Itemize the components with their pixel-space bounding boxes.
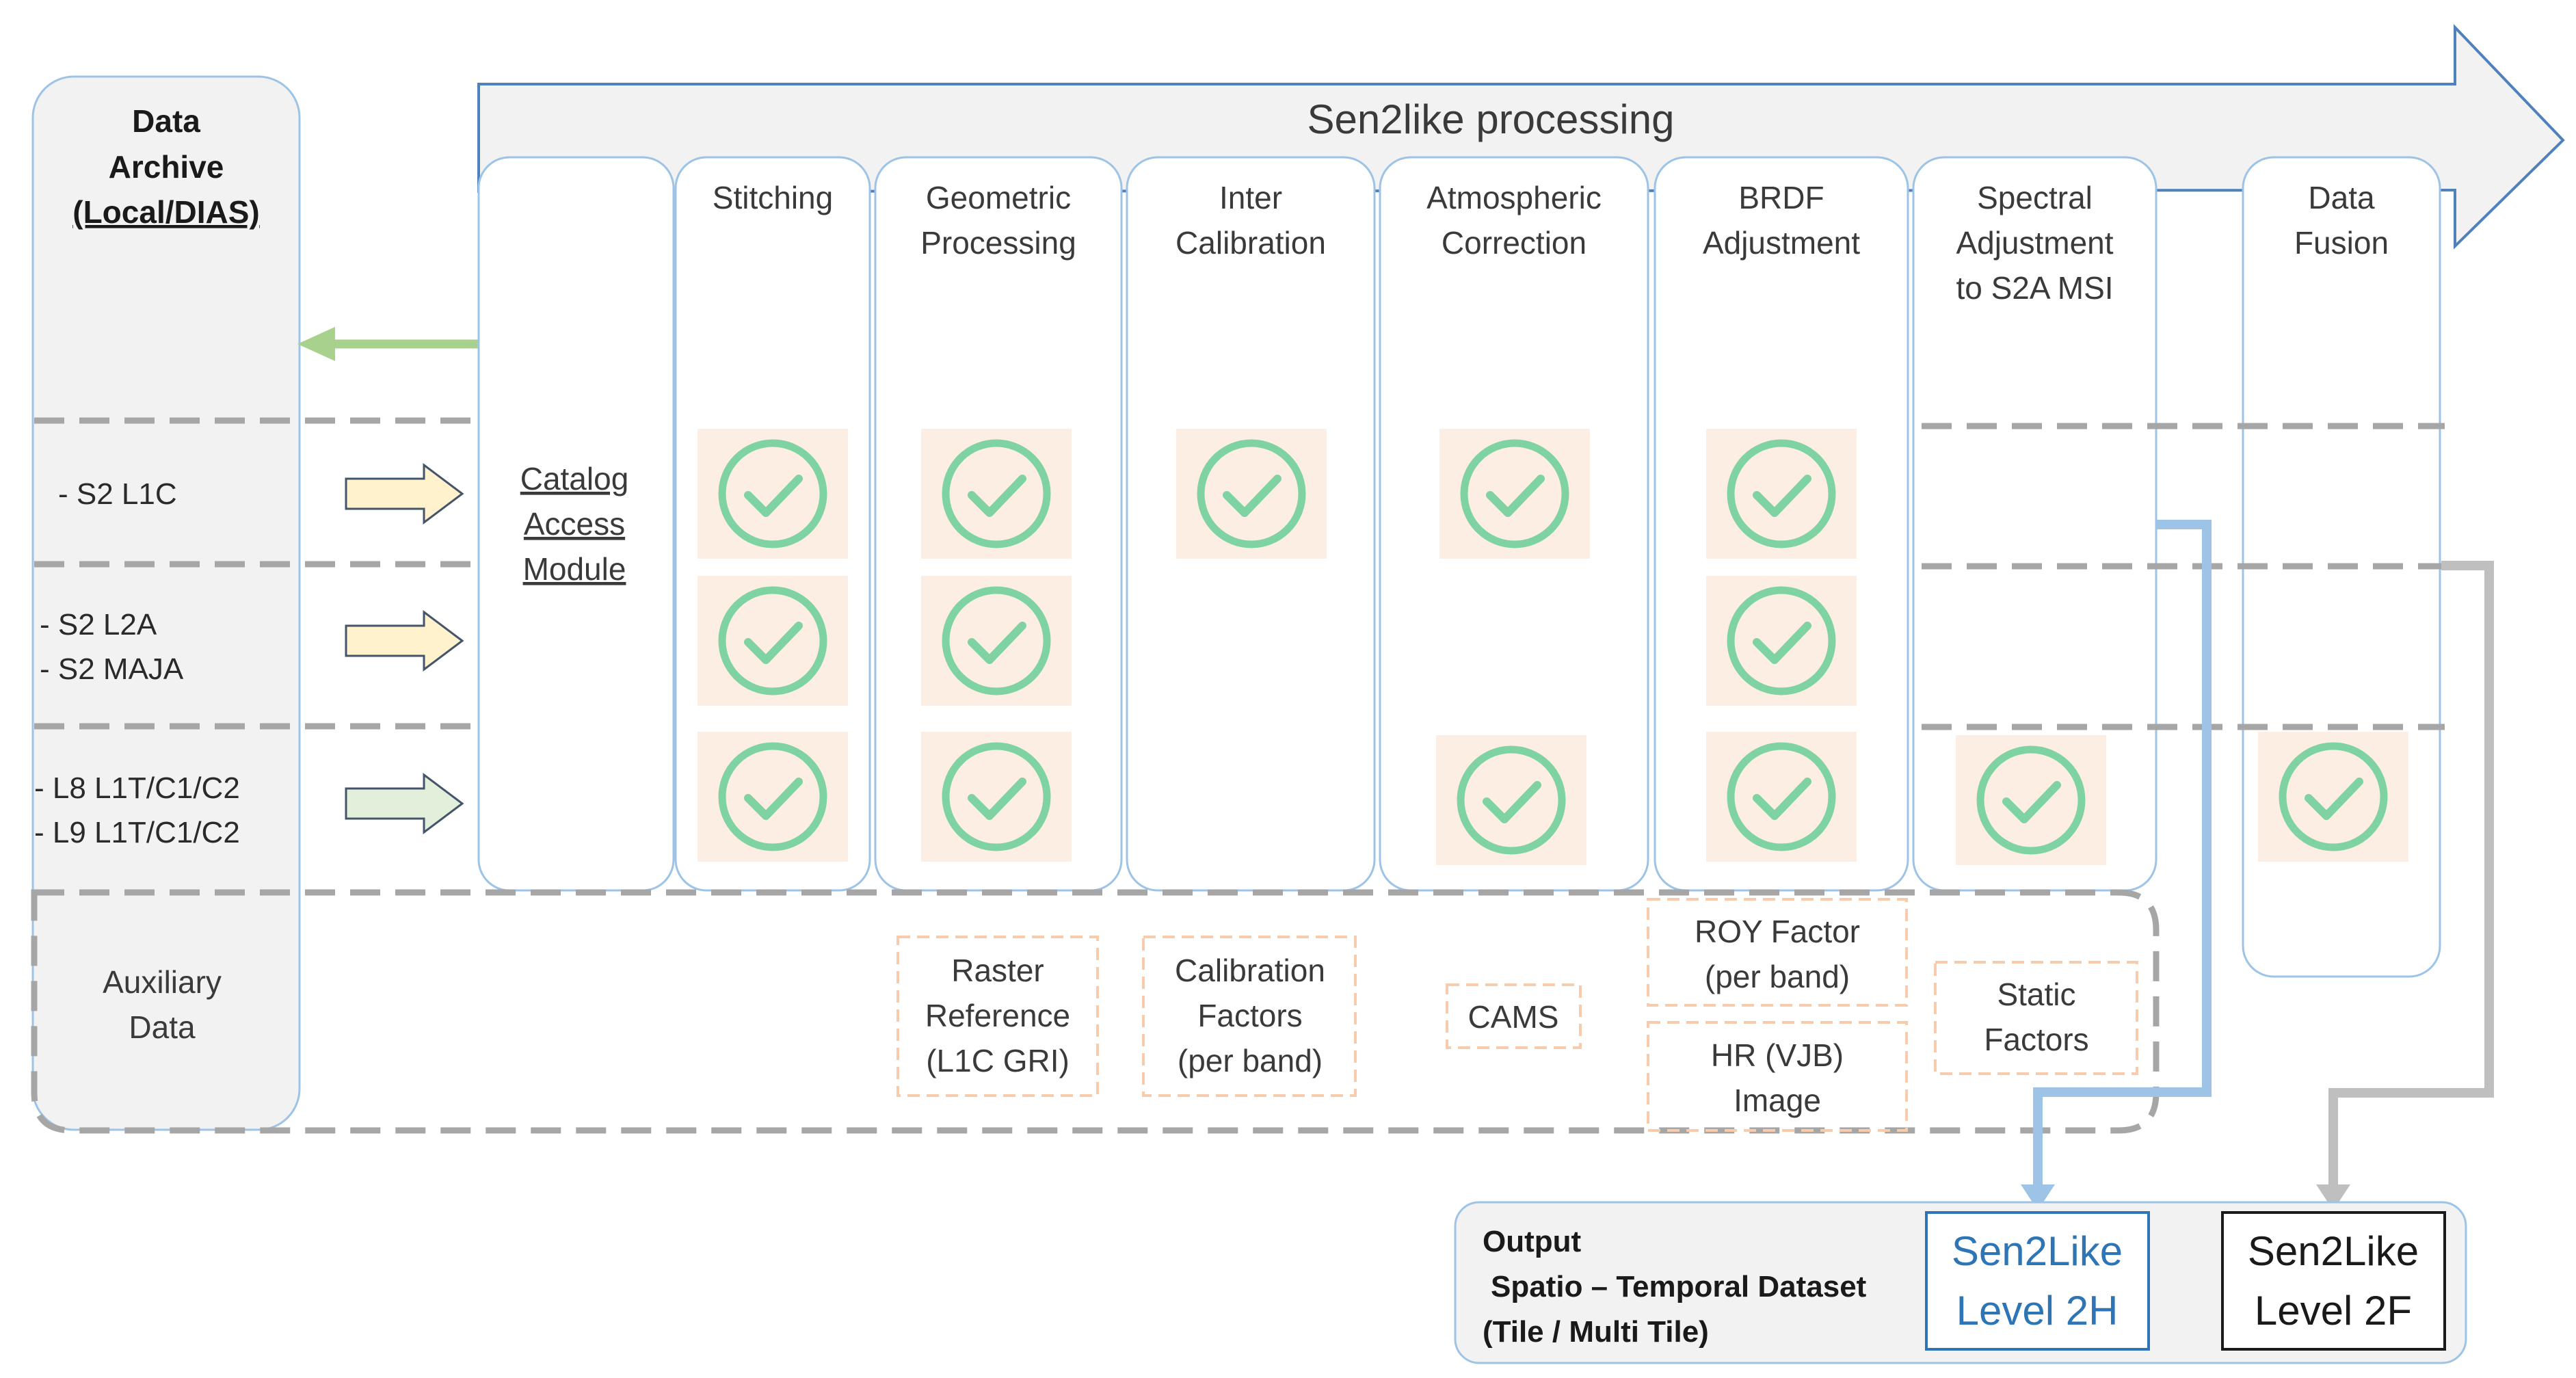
auxiliary-data-area xyxy=(31,889,2160,1134)
svg-text:Output: Output xyxy=(1483,1225,1582,1258)
auxiliary-item-label: Raster xyxy=(951,953,1044,988)
column-title-data-fusion-line-1: Data xyxy=(2308,180,2375,215)
column-title-spectral-adjustment-line-3: to S2A MSI xyxy=(1956,270,2113,306)
level2f-box xyxy=(2221,1211,2446,1351)
svg-text:Spatio – Temporal Dataset: Spatio – Temporal Dataset xyxy=(1491,1270,1867,1303)
input-arrow-landsat xyxy=(345,773,464,834)
column-title-stitching-line-1: Stitching xyxy=(713,180,833,215)
column-title-geometric-processing-line-1: Geometric xyxy=(926,180,1071,215)
column-title-spectral-adjustment-line-1: Spectral xyxy=(1977,180,2093,215)
input-label-l8: - L8 L1T/C1/C2 xyxy=(34,771,240,805)
column-title-atmospheric-correction-line-2: Correction xyxy=(1442,225,1586,261)
auxiliary-item-label: HR (VJB) xyxy=(1711,1037,1844,1073)
auxiliary-item-label: Calibration xyxy=(1175,953,1325,988)
level2f-label: Sen2Like Level 2F xyxy=(2248,1228,2419,1334)
svg-text:Access: Access xyxy=(524,506,625,542)
svg-text:Level 2F: Level 2F xyxy=(2255,1288,2412,1334)
column-title-brdf-adjustment-line-2: Adjustment xyxy=(1703,225,1860,261)
auxiliary-item-label: Factors xyxy=(1197,998,1302,1033)
checkmark-icon xyxy=(1176,429,1327,559)
input-label-s2-l2a: - S2 L2A xyxy=(40,608,157,641)
svg-text:Sen2Like: Sen2Like xyxy=(2248,1228,2419,1274)
level2h-box xyxy=(1925,1211,2150,1351)
auxiliary-item-label: (per band) xyxy=(1178,1043,1323,1078)
column-title-atmospheric-correction-line-1: Atmospheric xyxy=(1426,180,1602,215)
auxiliary-item-label: (per band) xyxy=(1705,959,1850,994)
auxiliary-item-label: Reference xyxy=(925,998,1070,1033)
input-arrows xyxy=(345,463,464,834)
level2h-label: Sen2Like Level 2H xyxy=(1952,1228,2123,1334)
checkmark-icon xyxy=(698,429,848,559)
checkmark-icon xyxy=(921,732,1072,862)
column-title-geometric-processing-line-2: Processing xyxy=(920,225,1076,261)
svg-text:Catalog: Catalog xyxy=(520,461,629,496)
processing-title: Sen2like processing xyxy=(1307,96,1675,142)
svg-text:Level 2H: Level 2H xyxy=(1956,1288,2119,1334)
checkmark-icon xyxy=(921,576,1072,706)
input-arrow-s2-l2a xyxy=(345,610,464,672)
checkmark-icon xyxy=(1439,429,1590,559)
checkmark-icon xyxy=(2258,732,2408,862)
checkmark-icon xyxy=(1706,429,1857,559)
archive-line-2: Archive xyxy=(109,149,224,185)
connector-level2h xyxy=(2021,520,2212,1210)
processing-arrow xyxy=(477,24,2565,250)
column-title-inter-calibration-line-1: Inter xyxy=(1219,180,1282,215)
data-archive-title: Data Archive (Local/DIAS) xyxy=(72,103,259,230)
auxiliary-item-label: CAMS xyxy=(1468,999,1559,1035)
column-title-spectral-adjustment-line-2: Adjustment xyxy=(1956,225,2113,261)
column-title-brdf-adjustment-line-1: BRDF xyxy=(1738,180,1824,215)
row-separators xyxy=(34,417,2445,730)
connector-level2f xyxy=(2316,561,2494,1210)
svg-text:Auxiliary: Auxiliary xyxy=(103,964,222,1000)
input-label-s2-l1c: - S2 L1C xyxy=(58,477,177,511)
auxiliary-item: ROY Factor (per band) xyxy=(1647,898,1908,1007)
checkmark-icon xyxy=(1436,735,1586,865)
input-arrow-s2-l1c xyxy=(345,463,464,525)
auxiliary-item-label: Static xyxy=(1997,977,2075,1012)
auxiliary-item-label: Image xyxy=(1734,1083,1821,1118)
column-title-data-fusion-line-2: Fusion xyxy=(2294,225,2389,261)
auxiliary-item: HR (VJB) Image xyxy=(1647,1021,1908,1132)
svg-text:Module: Module xyxy=(523,551,626,587)
auxiliary-data-label: Auxiliary Data xyxy=(103,964,222,1045)
checkmark-icon xyxy=(1706,732,1857,862)
checkmark-icon xyxy=(698,732,848,862)
svg-text:Sen2Like: Sen2Like xyxy=(1952,1228,2123,1274)
output-label: Output Spatio – Temporal Dataset (Tile /… xyxy=(1483,1225,1867,1349)
data-archive-panel xyxy=(31,75,301,1131)
input-label-s2-maja: - S2 MAJA xyxy=(40,652,184,686)
auxiliary-item-label: Factors xyxy=(1984,1022,2088,1057)
auxiliary-item-label: ROY Factor xyxy=(1695,914,1860,949)
auxiliary-item: CAMS xyxy=(1446,983,1582,1049)
column-title-inter-calibration-line-2: Calibration xyxy=(1176,225,1326,261)
svg-text:Data: Data xyxy=(129,1009,196,1045)
checkmark-icon xyxy=(1956,735,2106,865)
input-labels: - S2 L1C - S2 L2A - S2 MAJA - L8 L1T/C1/… xyxy=(34,477,240,849)
input-label-l9: - L9 L1T/C1/C2 xyxy=(34,816,240,849)
checkmark-icon xyxy=(1706,576,1857,706)
return-arrow xyxy=(297,327,479,361)
checkmark-icon xyxy=(698,576,848,706)
catalog-access-module-label: Catalog Access Module xyxy=(520,461,629,587)
auxiliary-item-label: (L1C GRI) xyxy=(926,1043,1070,1078)
archive-line-3: (Local/DIAS) xyxy=(72,194,259,230)
svg-text:(Tile / Multi Tile): (Tile / Multi Tile) xyxy=(1483,1315,1709,1349)
checkmark-icon xyxy=(921,429,1072,559)
archive-line-1: Data xyxy=(132,103,200,139)
